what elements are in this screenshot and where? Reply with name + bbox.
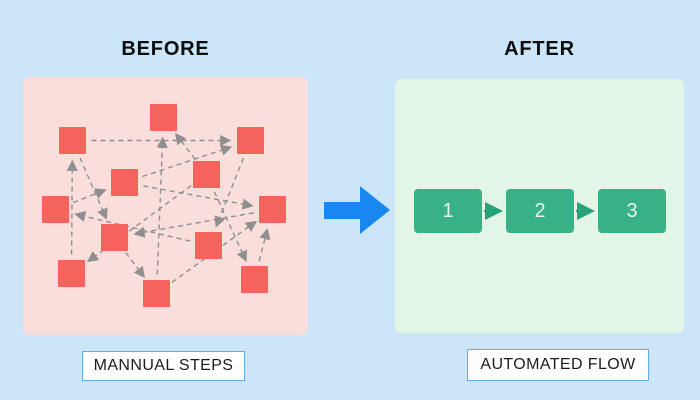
flow-arrows (484, 202, 595, 220)
manual-step-square (195, 232, 222, 259)
manual-step-square (237, 127, 264, 154)
dashed-connector-arrow (133, 212, 254, 238)
right-arrow-icon (324, 186, 390, 234)
after-title: AFTER (504, 38, 575, 60)
dashed-connector-arrow (66, 159, 78, 255)
after-caption-label: AUTOMATED FLOW (467, 349, 649, 381)
dashed-connector-arrow (142, 144, 233, 178)
flow-step-box-1: 1 (414, 189, 482, 233)
manual-step-square (193, 161, 220, 188)
dashed-connector-arrow (143, 185, 254, 210)
dashed-connector-arrow (171, 220, 257, 283)
dashed-connector-arrow (214, 157, 245, 228)
dashed-connector-arrow (213, 191, 247, 263)
before-title: BEFORE (121, 38, 210, 60)
flow-step-box-3: 3 (598, 189, 666, 233)
manual-step-square (58, 260, 85, 287)
dashed-connector-arrow (258, 228, 271, 262)
manual-step-square (111, 169, 138, 196)
manual-step-square (150, 104, 177, 131)
dashed-connector-arrow (72, 188, 107, 204)
dashed-connector-arrow (156, 136, 168, 275)
manual-step-square (241, 266, 268, 293)
before-caption-label: MANNUAL STEPS (82, 351, 245, 381)
before-panel (23, 77, 308, 335)
manual-step-square (42, 196, 69, 223)
tangled-dashed-arrows (66, 132, 271, 283)
dashed-connector-arrow (175, 132, 196, 160)
dashed-connector-arrow (125, 252, 145, 279)
flow-step-box-2: 2 (506, 189, 574, 233)
dashed-connector-arrow (79, 157, 108, 220)
manual-step-square (259, 196, 286, 223)
manual-step-square (59, 127, 86, 154)
dashed-connector-arrow (86, 185, 192, 263)
manual-step-square (101, 224, 128, 251)
manual-step-square (143, 280, 170, 307)
